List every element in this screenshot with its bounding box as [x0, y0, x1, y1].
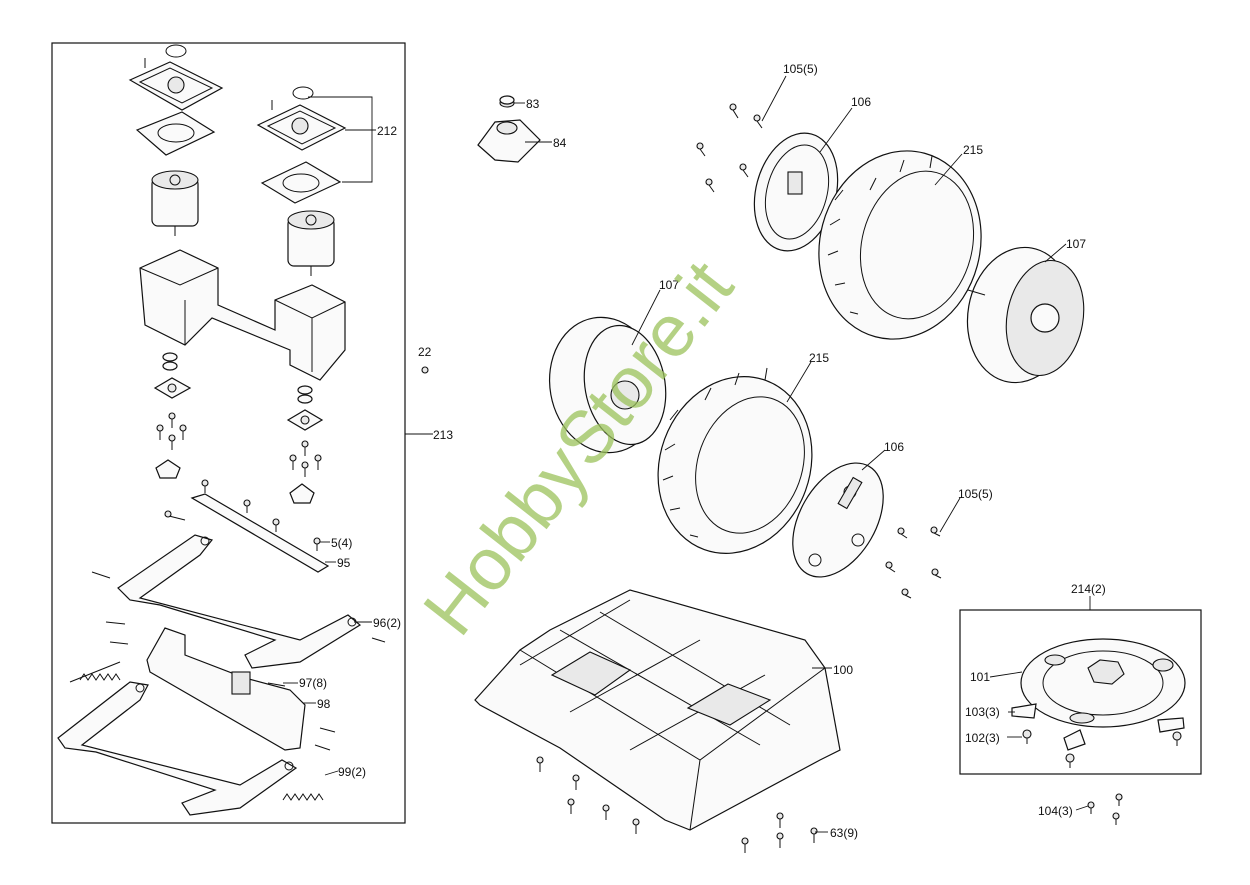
motor-right: [287, 210, 335, 276]
blade-disc-box: [959, 609, 1202, 775]
hubcap-106-upper: [753, 132, 839, 252]
label-98: 98: [317, 697, 331, 711]
label-22: 22: [418, 345, 432, 359]
base-bracket-98: [69, 621, 336, 801]
screws-63: [536, 756, 818, 853]
leader-lines: [283, 75, 1091, 833]
motor-bracket: [139, 249, 346, 381]
label-84: 84: [553, 136, 567, 150]
screws-105-upper: [696, 103, 763, 193]
hubcap-106-lower: [792, 462, 884, 578]
label-101: 101: [970, 670, 990, 684]
mount-hardware-right: [286, 385, 324, 504]
motor-cover-left: [128, 44, 224, 156]
label-213: 213: [433, 428, 453, 442]
wheel-hub-107-upper: [966, 246, 1085, 384]
label-215-upper: 215: [963, 143, 983, 157]
label-106-upper: 106: [851, 95, 871, 109]
screws-105-lower: [885, 526, 942, 599]
label-99: 99(2): [338, 765, 366, 779]
wheel-hub-107-lower: [548, 316, 667, 454]
motor-left: [151, 170, 199, 236]
motor-cover-right: [256, 86, 347, 204]
label-106-lower: 106: [884, 440, 904, 454]
label-107-upper: 107: [1066, 237, 1086, 251]
label-212: 212: [377, 124, 397, 138]
label-105-lower: 105(5): [958, 487, 993, 501]
label-107-lower: 107: [659, 278, 679, 292]
screws-104: [1087, 793, 1123, 825]
drive-assembly-frame: [51, 42, 406, 824]
tire-215-upper: [818, 150, 982, 340]
blade-disc-101: [1020, 638, 1186, 728]
label-214: 214(2): [1071, 582, 1106, 596]
label-96: 96(2): [373, 616, 401, 630]
label-103: 103(3): [965, 705, 1000, 719]
screws-102: [1022, 729, 1182, 768]
hub-84: [477, 119, 541, 163]
base-plate-100: [474, 589, 841, 831]
label-215-lower: 215: [809, 351, 829, 365]
screw-22: [421, 366, 429, 374]
bar-95: [164, 479, 330, 573]
blades-103: [1011, 703, 1185, 751]
label-83: 83: [526, 97, 540, 111]
swing-arm-upper: [91, 534, 386, 669]
tire-215-lower: [657, 367, 813, 554]
label-95: 95: [337, 556, 351, 570]
label-63: 63(9): [830, 826, 858, 840]
label-5: 5(4): [331, 536, 352, 550]
label-102: 102(3): [965, 731, 1000, 745]
mount-hardware-left: [153, 352, 192, 479]
nut-83: [499, 95, 515, 108]
label-104: 104(3): [1038, 804, 1073, 818]
label-97: 97(8): [299, 676, 327, 690]
swing-arm-lower: [57, 681, 298, 816]
label-105-upper: 105(5): [783, 62, 818, 76]
label-100: 100: [833, 663, 853, 677]
